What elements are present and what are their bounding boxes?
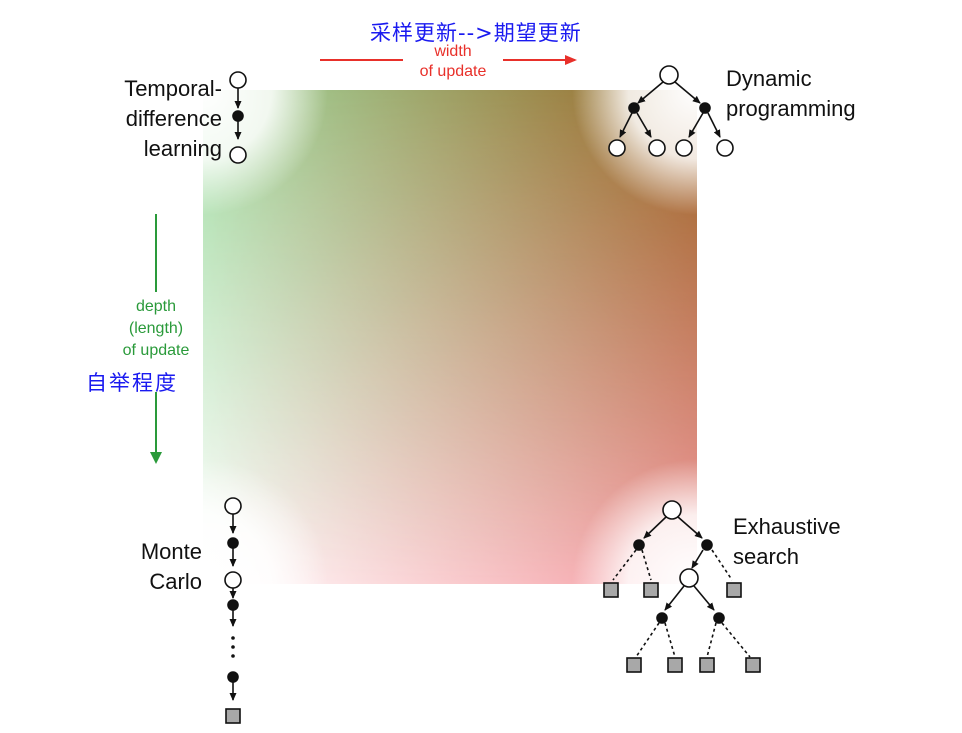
top-chinese-label: 采样更新-->期望更新: [370, 21, 582, 45]
td-line-1: Temporal-: [124, 76, 222, 101]
td-line-2: difference: [125, 106, 222, 131]
depth-line-3: of update: [122, 342, 190, 359]
mc-backup-icon: [224, 497, 242, 724]
depth-label: depth (length) of update: [106, 296, 206, 362]
dp-line-2: programming: [726, 96, 856, 121]
td-label: Temporal- difference learning: [60, 74, 222, 164]
corner-halos: [203, 90, 697, 584]
width-line-2: of update: [419, 63, 487, 80]
depth-line-2: (length): [128, 320, 184, 337]
es-label: Exhaustive search: [733, 512, 913, 572]
dp-backup-icon: [608, 65, 734, 157]
es-line-2: search: [733, 544, 800, 569]
left-chinese-label: 自举程度: [86, 371, 178, 395]
depth-line-1: depth: [135, 298, 177, 315]
dp-label: Dynamic programming: [726, 64, 906, 124]
width-label: width of update: [403, 42, 503, 82]
mc-label: Monte Carlo: [90, 537, 202, 597]
dp-line-1: Dynamic: [726, 66, 812, 91]
es-backup-icon: [603, 500, 761, 673]
es-line-1: Exhaustive: [733, 514, 841, 539]
td-backup-icon: [229, 71, 247, 164]
width-line-1: width: [434, 43, 472, 60]
mc-line-1: Monte: [140, 539, 202, 564]
td-line-3: learning: [143, 136, 222, 161]
mc-line-2: Carlo: [149, 569, 202, 594]
